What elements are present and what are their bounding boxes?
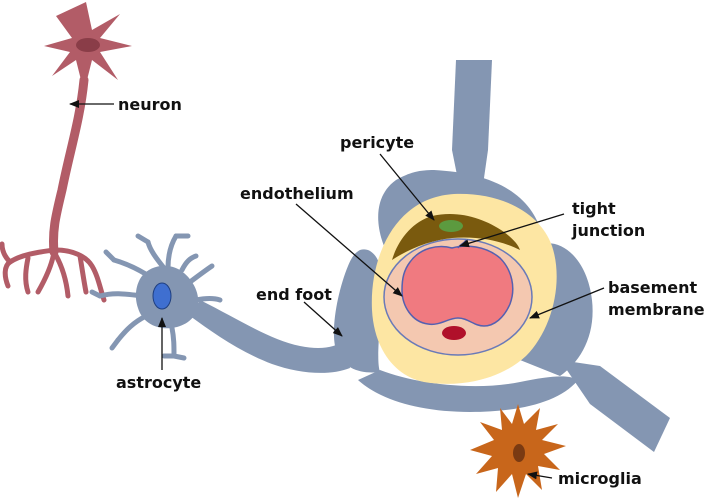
label-basement-membrane-line1: basement [608, 278, 698, 297]
astrocyte-processes [89, 233, 223, 361]
vessel-lumen [401, 245, 514, 327]
neuron-cell [0, 2, 132, 303]
arrow-tight-junction [459, 213, 565, 248]
arrow-basement-membrane [529, 287, 605, 319]
arrow-microglia [527, 471, 553, 480]
arrow-end-foot [303, 301, 343, 337]
neuron-axon [49, 75, 89, 257]
label-tight-junction-line2: junction [571, 221, 645, 240]
label-arrows [69, 100, 605, 480]
label-microglia: microglia [558, 469, 642, 488]
pericyte-nucleus [439, 220, 463, 232]
label-endothelium: endothelium [240, 184, 354, 203]
arrow-endothelium [295, 203, 403, 297]
label-tight-junction-line1: tight [572, 199, 616, 218]
microglia-nucleus [513, 444, 525, 462]
red-blood-cell [442, 326, 466, 340]
label-neuron: neuron [118, 95, 182, 114]
neuron-nucleus [76, 38, 100, 52]
astrocyte-nucleus [152, 282, 172, 310]
arrow-pericyte [379, 153, 435, 221]
neuron-terminal-branches [0, 241, 107, 303]
label-pericyte: pericyte [340, 133, 414, 152]
pericyte-cell [392, 213, 520, 260]
astrocyte-cell [89, 233, 223, 361]
label-basement-membrane-line2: membrane [608, 300, 705, 319]
label-astrocyte: astrocyte [116, 373, 201, 392]
label-end-foot: end foot [256, 285, 332, 304]
microglia-cell [470, 404, 566, 498]
